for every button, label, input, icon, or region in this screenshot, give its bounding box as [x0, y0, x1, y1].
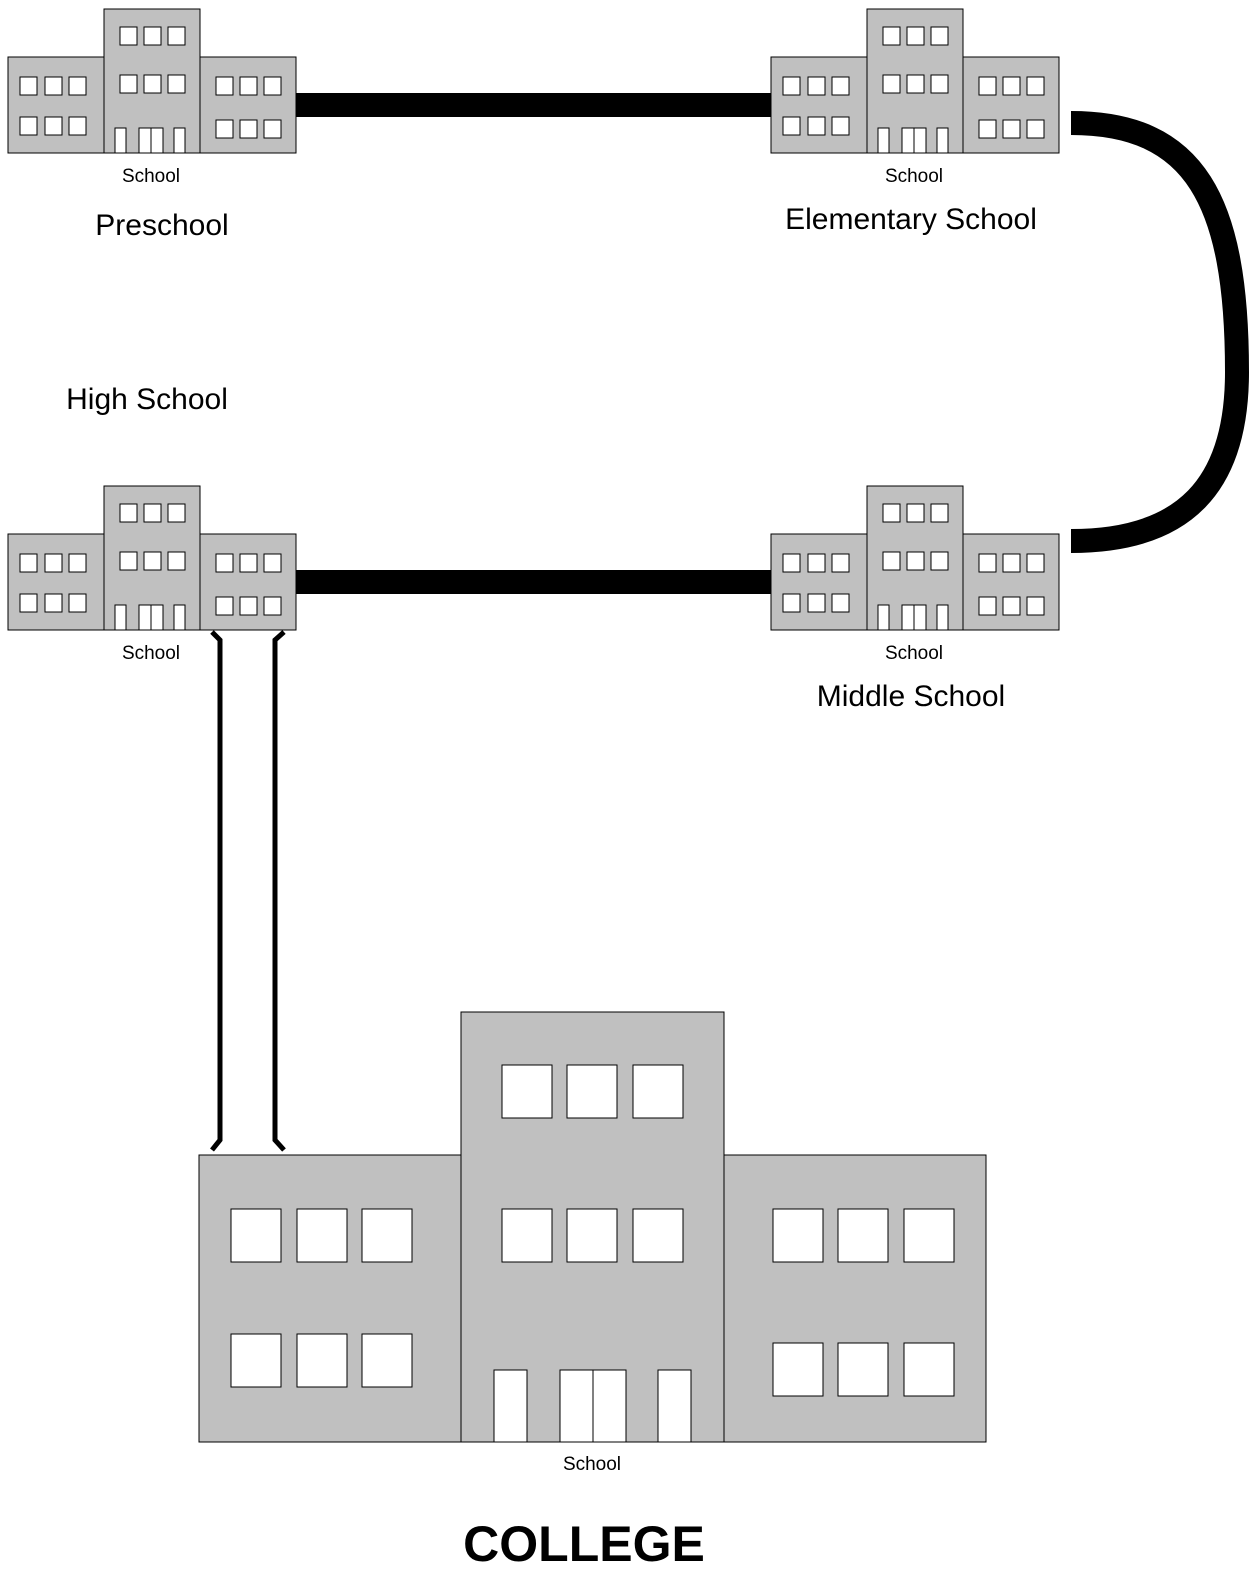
- connector-high-college: [210, 630, 286, 1152]
- school-building-icon: [7, 485, 297, 631]
- school-building-icon: [770, 485, 1060, 631]
- building-caption: School: [885, 643, 943, 664]
- stage-label-high: High School: [66, 383, 228, 416]
- connector-elementary-middle: [1070, 111, 1250, 553]
- school-building-icon: [7, 8, 297, 154]
- building-caption: School: [122, 643, 180, 664]
- school-building-icon: [198, 1011, 987, 1443]
- building-caption: School: [885, 166, 943, 187]
- stage-label-preschool: Preschool: [95, 209, 228, 242]
- building-caption: School: [122, 166, 180, 187]
- stage-label-elementary: Elementary School: [785, 203, 1037, 236]
- stage-label-middle: Middle School: [817, 680, 1005, 713]
- building-caption: School: [563, 1454, 621, 1475]
- school-building-icon: [770, 8, 1060, 154]
- stage-label-college: COLLEGE: [463, 1516, 705, 1572]
